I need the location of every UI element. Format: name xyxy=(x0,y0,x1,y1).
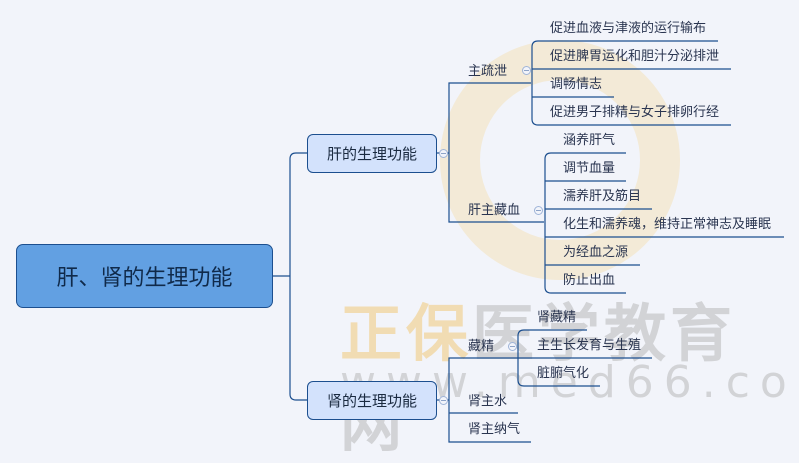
leaf-item[interactable]: 防止出血 xyxy=(563,273,616,288)
branch-label[interactable]: 肝主藏血 xyxy=(468,203,521,218)
leaf-item[interactable]: 涵养肝气 xyxy=(563,133,616,148)
leaf-item[interactable]: 为经血之源 xyxy=(563,245,629,260)
node-liver[interactable]: 肝的生理功能 xyxy=(307,134,437,173)
collapse-icon[interactable] xyxy=(522,66,531,75)
leaf-item[interactable]: 调节血量 xyxy=(563,161,616,176)
branch-label[interactable]: 主疏泄 xyxy=(468,64,508,79)
collapse-icon[interactable] xyxy=(508,342,517,351)
branch-label[interactable]: 藏精 xyxy=(468,339,495,354)
leaf-item[interactable]: 促进脾胃运化和胆汁分泌排泄 xyxy=(550,49,720,64)
leaf-item[interactable]: 脏腑气化 xyxy=(537,366,590,381)
branch-label[interactable]: 肾主水 xyxy=(468,394,508,409)
collapse-icon[interactable] xyxy=(534,206,543,215)
collapse-icon[interactable] xyxy=(439,396,448,405)
collapse-icon[interactable] xyxy=(439,149,448,158)
leaf-item[interactable]: 濡养肝及筋目 xyxy=(563,189,642,204)
leaf-item[interactable]: 调畅情志 xyxy=(550,77,603,92)
leaf-item[interactable]: 肾藏精 xyxy=(537,310,577,325)
leaf-item[interactable]: 促进男子排精与女子排卵行经 xyxy=(550,105,720,120)
leaf-item[interactable]: 主生长发育与生殖 xyxy=(537,338,642,353)
leaf-item[interactable]: 化生和濡养魂，维持正常神志及睡眠 xyxy=(563,217,772,232)
node-kidney[interactable]: 肾的生理功能 xyxy=(307,381,437,420)
branch-label[interactable]: 肾主纳气 xyxy=(468,422,521,437)
leaf-item[interactable]: 促进血液与津液的运行输布 xyxy=(550,21,707,36)
root-node[interactable]: 肝、肾的生理功能 xyxy=(16,244,273,308)
